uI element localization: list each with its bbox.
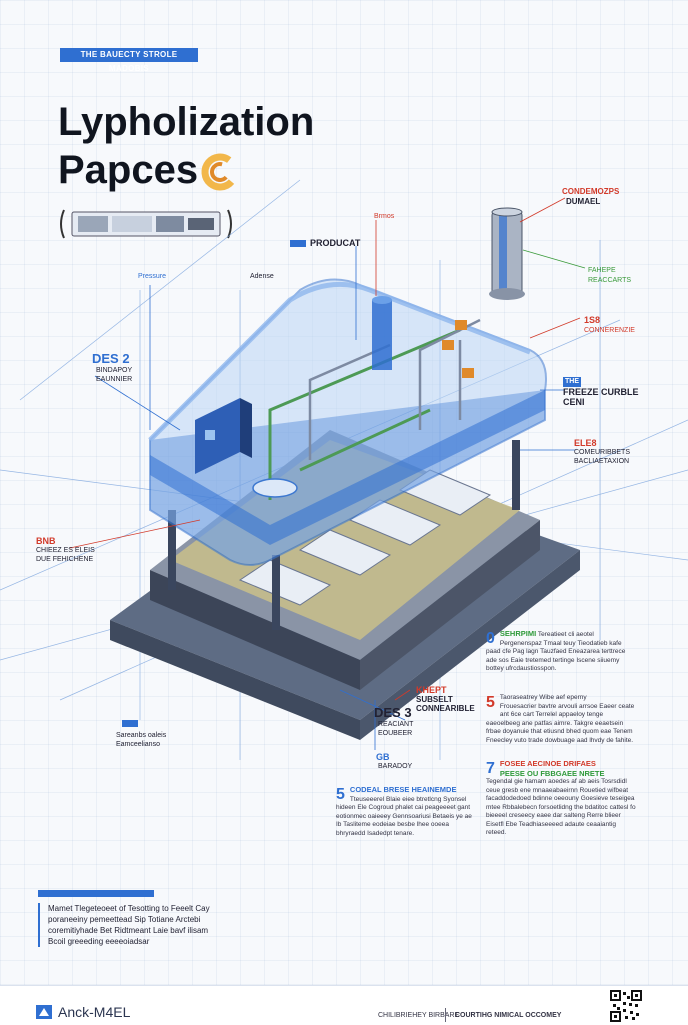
footer-note: Mamet Tlegeteoeet of Tesotting to Feeelt… — [38, 903, 218, 947]
step-1-number: 0 — [486, 630, 495, 647]
header-tag: THE BAUECTY STROLE MADOBIS — [60, 48, 198, 73]
label-left-bottom-1: Sareanbs oaleis — [116, 732, 167, 739]
step-1-head-extra: Tereatieet cli aeotel — [537, 631, 594, 638]
label-right-red2-line2: BACLIAETAXION — [574, 458, 630, 465]
bottom-left-text: CHILIBRIEHEY BIRBARE — [378, 1012, 460, 1019]
title-line-2: Papces — [58, 148, 199, 192]
label-product: PRODUCAT — [290, 238, 360, 248]
label-gb-line: BARADOY — [378, 763, 413, 770]
freeze-badge: THE — [563, 377, 581, 387]
brand: Anck-M4EL — [36, 1004, 130, 1020]
label-des2: DES 2 — [92, 352, 130, 365]
step-block-3: 7 FOSEE AECINOE DRIFAES PEESE OU FBBGAEE… — [486, 759, 636, 838]
product-swatch-icon — [290, 239, 306, 247]
lyophilizer-diagram — [0, 179, 688, 760]
label-product-text: PRODUCAT — [310, 238, 361, 248]
label-freeze: THE — [563, 377, 581, 387]
c-shaped-logo-icon — [201, 153, 239, 191]
machine-thumbnail-icon — [60, 209, 232, 239]
label-left-bottom-2: Eamceelianso — [116, 741, 160, 748]
label-right-red-num: 1S8 — [584, 315, 601, 325]
step-2-number: 5 — [486, 694, 495, 711]
label-right-red2-num: Ele8 — [574, 438, 597, 448]
label-gb: GB — [376, 752, 390, 762]
label-green-2: REACCARTS — [588, 277, 632, 284]
label-adense: Adense — [250, 273, 274, 280]
step-block-4: 5 CODEAL BRESE HEAINEMDE Tteuseeerel Bla… — [336, 785, 476, 838]
bottom-separator — [445, 1008, 446, 1022]
brand-logo-icon — [36, 1005, 52, 1019]
step-3-head: FOSEE AECINOE DRIFAES — [499, 759, 596, 768]
step-4-body: Tteuseeerel Blaie eiee btretlcng Syonsel… — [336, 795, 472, 837]
label-des3-title: DES 3 — [374, 705, 412, 720]
label-vessel-sub: DUMAEL — [566, 197, 601, 206]
step-3-body: Tegendal gie hamam aoedes af ab aeis Tos… — [486, 778, 636, 836]
step-1-head: SEHRPIMI — [499, 629, 537, 638]
footer-accent-bar — [38, 890, 154, 897]
label-des3: DES 3 — [374, 706, 412, 719]
brand-name: Anck-M4EL — [58, 1004, 131, 1020]
label-red-mid-line1: SUBSELT — [416, 695, 453, 704]
label-freeze-line1: FREEZE CURBLE — [563, 387, 639, 397]
step-block-2: 5 Taoraseatrey Wibe aef eperny Frouesacr… — [486, 694, 636, 745]
label-top-small: Brmos — [374, 213, 395, 220]
label-des2-line1: BINDAPOY — [96, 367, 133, 374]
step-2-head-extra: Taoraseatrey Wibe aef eperny — [499, 694, 587, 701]
qr-code-icon — [610, 990, 642, 1022]
label-left-red-num: BNB — [36, 536, 56, 546]
left-bottom-swatch-icon — [122, 720, 138, 727]
label-left-red-line2: DUE FEHICHENE — [36, 556, 94, 563]
bottom-right-text: COURTIHG NIMICAL OCCOMEY — [455, 1012, 562, 1019]
label-red-mid-line2: CONNEARIBLE — [416, 704, 475, 713]
step-3-head-extra: PEESE OU FBBGAEE NRETE — [499, 768, 605, 778]
label-freeze-line2: CENI — [563, 397, 585, 407]
step-4-head: CODEAL BRESE HEAINEMDE — [349, 785, 457, 794]
label-right-red2-line1: COMEURIBBETS — [574, 449, 631, 456]
step-1-body: Pergenenspaz Tmaal teuy Tieodatieb kafe … — [486, 639, 626, 673]
step-4-number: 5 — [336, 786, 345, 803]
label-right-red-sub: CONNERENZIE — [584, 327, 635, 334]
label-green-1: FAHEPE — [588, 267, 616, 274]
label-pressure: Pressure — [138, 273, 167, 280]
gb-badge: GB — [376, 752, 390, 762]
step-2-body: Frouesacrier bavtre arvouli arrsoe Eaeer… — [486, 702, 635, 744]
label-des2-title: DES 2 — [92, 351, 130, 366]
label-left-red-line1: CHIEEZ ES ELEIS — [36, 547, 95, 554]
label-des2-line2: EAUNNIER — [96, 376, 133, 383]
label-des3-line2: EOUBEER — [378, 730, 413, 737]
page-title: Lypholization Papces — [58, 98, 314, 194]
title-line-1: Lypholization — [58, 100, 315, 144]
step-3-number: 7 — [486, 760, 495, 777]
label-red-mid-title: KHEPT — [416, 685, 447, 695]
label-vessel-title: CONDEMOZPS — [562, 187, 620, 196]
label-des3-line1: REACIANT — [378, 721, 414, 728]
bottom-strip — [0, 985, 688, 1025]
step-block-1: 0 SEHRPIMI Tereatieet cli aeotel Pergene… — [486, 629, 636, 674]
